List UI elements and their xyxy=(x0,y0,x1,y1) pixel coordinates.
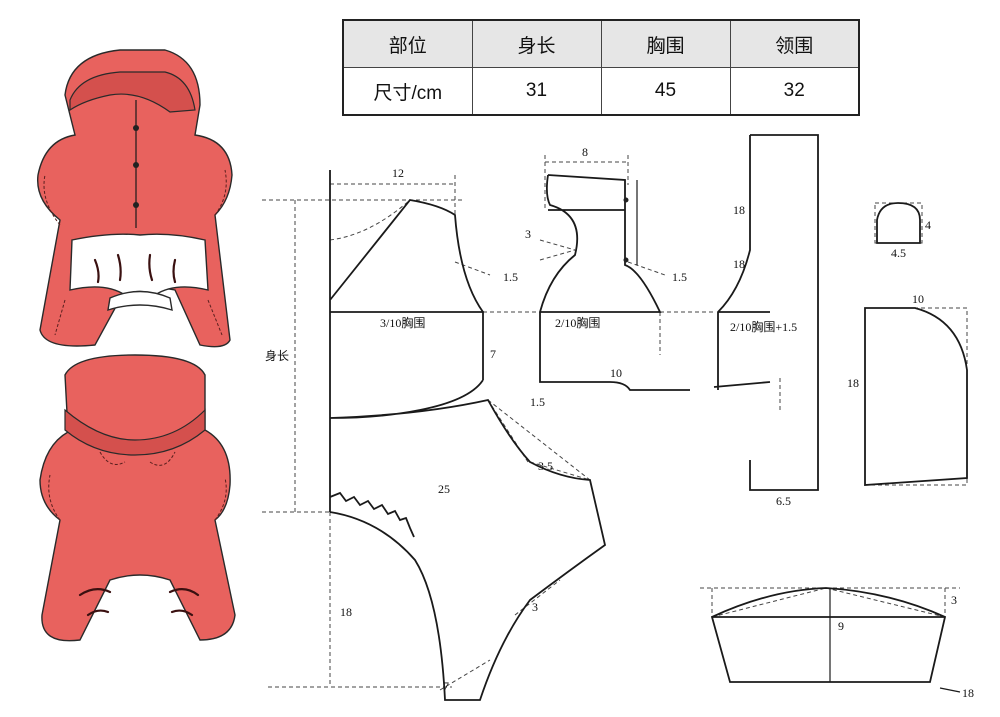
front-side-label: 7 xyxy=(490,347,496,361)
pocket-height-label: 4 xyxy=(925,218,931,232)
back-armhole-label: 1.5 xyxy=(672,270,687,284)
front-width-label: 12 xyxy=(392,166,404,180)
sleeve-pattern: 10 18 xyxy=(847,292,968,486)
size-table-value-row: 尺寸/cm 31 45 32 xyxy=(342,67,860,116)
back-chest-label: 2/10胸围 xyxy=(555,315,600,330)
front-chest-label: 3/10胸围 xyxy=(380,315,425,330)
leg-width-label: 25 xyxy=(438,482,450,496)
leg-hem-curve-label: 3 xyxy=(532,600,538,614)
back-hem-label: 10 xyxy=(610,366,622,380)
back-neck-label: 3 xyxy=(525,227,531,241)
pocket-pattern: 4 4.5 xyxy=(874,202,931,260)
header-part: 部位 xyxy=(342,19,473,68)
front-armhole-label: 1.5 xyxy=(503,270,518,284)
cuff-mid-label: 9 xyxy=(838,619,844,633)
value-body-length: 31 xyxy=(471,67,602,116)
hood-pattern: 18 18 2/10胸围+1.5 6.5 xyxy=(713,134,819,508)
back-body-pattern: 8 3 1.5 2/10胸围 10 xyxy=(525,145,715,391)
size-table-header-row: 部位 身长 胸围 领围 xyxy=(342,19,860,68)
front-body-pattern: 12 1.5 3/10胸围 7 身长 1.5 3.5 25 18 3 7 xyxy=(262,166,607,701)
header-chest: 胸围 xyxy=(600,19,731,68)
cuff-length-label: 18 xyxy=(962,686,974,700)
hood-top-label: 18 xyxy=(733,203,745,217)
leg-length-label: 18 xyxy=(340,605,352,619)
row-label: 尺寸/cm xyxy=(342,67,473,116)
garment-front-illustration xyxy=(36,49,233,348)
sleeve-length-label: 18 xyxy=(847,376,859,390)
back-width-label: 8 xyxy=(582,145,588,159)
cuff-pattern: 3 9 18 xyxy=(700,587,974,700)
value-neck: 32 xyxy=(729,67,860,116)
sleeve-width-label: 10 xyxy=(912,292,924,306)
crotch-label: 3.5 xyxy=(538,459,553,473)
size-table: 部位 身长 胸围 领围 尺寸/cm 31 45 32 xyxy=(342,19,860,116)
hood-bottom-label: 6.5 xyxy=(776,494,791,508)
cuff-height-label: 3 xyxy=(951,593,957,607)
header-neck: 领围 xyxy=(729,19,860,68)
pocket-width-label: 4.5 xyxy=(891,246,906,260)
value-chest: 45 xyxy=(600,67,731,116)
body-length-label: 身长 xyxy=(265,348,289,363)
garment-back-illustration xyxy=(39,354,236,642)
leg-curve-label: 1.5 xyxy=(530,395,545,409)
leg-hem-label: 7 xyxy=(443,679,449,693)
hood-mid-label: 18 xyxy=(733,257,745,271)
header-body-length: 身长 xyxy=(471,19,602,68)
hood-chest-label: 2/10胸围+1.5 xyxy=(730,319,797,334)
